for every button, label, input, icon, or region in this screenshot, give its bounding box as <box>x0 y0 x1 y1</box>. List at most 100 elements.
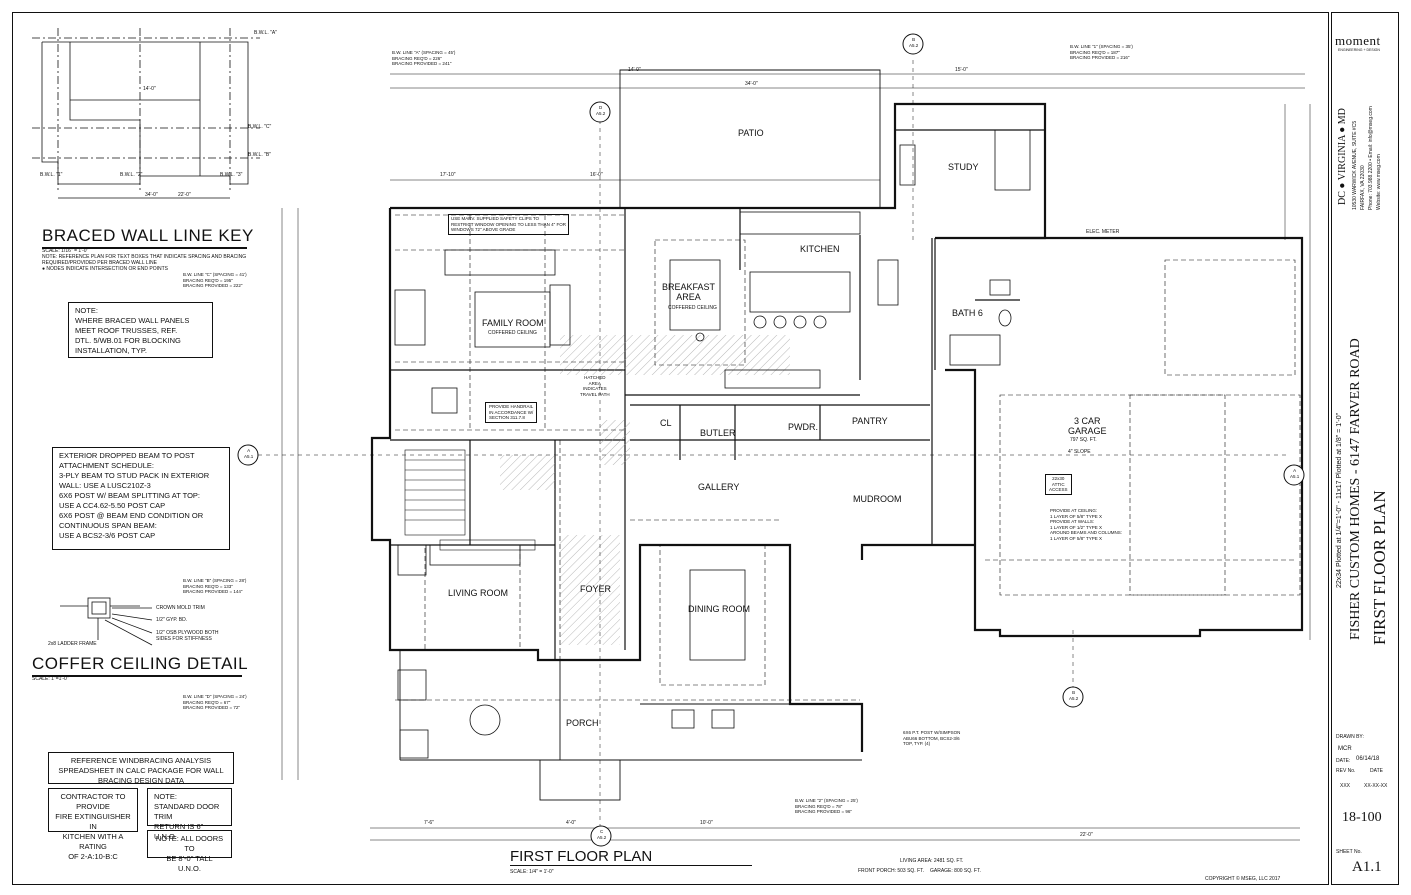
bwl-tag-d: B.W. LINE "D" (SPACING = 24') BRACING RE… <box>183 694 247 710</box>
section-tag-d: D A5.2 <box>596 105 606 116</box>
company-logo: moment <box>1335 33 1381 48</box>
key-dim-left: 34'-0" <box>145 192 158 198</box>
company-region: DC ● VIRGINIA ● MD <box>1337 108 1348 205</box>
room-pantry: PANTRY <box>852 416 888 426</box>
bwl-tag-b: B.W. LINE "B" (SPACING = 28') BRACING RE… <box>183 578 247 594</box>
stairs <box>404 449 536 551</box>
room-study: STUDY <box>948 162 979 172</box>
drawn-by: MCR <box>1338 746 1352 752</box>
room-dining: DINING ROOM <box>688 604 750 614</box>
sheet-title: FIRST FLOOR PLAN <box>1370 490 1389 645</box>
job-number: 18-100 <box>1342 810 1382 825</box>
section-tag-c: C A5.2 <box>597 829 607 840</box>
attic-access-note: 22x30 ATTIC ACCESS <box>1045 474 1072 495</box>
bwl-tag-2: B.W. LINE "2" (SPACING = 25') BRACING RE… <box>795 798 858 814</box>
dining-furniture <box>671 569 746 729</box>
window-clip-note: USE MARV. SUPPLIED SAFETY CLIPS TO RESTR… <box>448 214 570 235</box>
key-label-b: B.W.L. "B" <box>248 152 272 158</box>
exterior-walls <box>370 102 1304 752</box>
section-tag-b-bottom: B A5.2 <box>1069 690 1079 701</box>
room-garage-sub: 797 SQ. FT. <box>1070 437 1097 443</box>
company-address: 10530 WARWICK AVENUE, SUITE #C5 <box>1352 120 1358 210</box>
dim-top-1: 14'-0" <box>628 67 641 73</box>
interior-walls <box>390 129 1045 660</box>
bwl-tag-1: B.W. LINE "1" (SPACING = 35') BRACING RE… <box>1070 44 1133 60</box>
door-trim-note: NOTE: STANDARD DOOR TRIM RETURN IS 6" U.… <box>147 788 232 841</box>
plan-scale: SCALE: 1/4" = 1'-0" <box>510 869 554 875</box>
door-height-note: NOTE: ALL DOORS TO BE 8'-0" TALL U.N.O. <box>147 830 232 873</box>
coffer-label-ladder: 2x8 LADDER FRAME <box>48 641 97 647</box>
beam-attachment-note: EXTERIOR DROPPED BEAM TO POST ATTACHMENT… <box>52 447 230 550</box>
dim-top-2: 34'-0" <box>745 81 758 87</box>
key-label-2: B.W.L. "2" <box>120 172 143 178</box>
title-block <box>1331 12 1399 885</box>
room-garage: 3 CAR GARAGE <box>1068 416 1107 436</box>
windbracing-note: REFERENCE WINDBRACING ANALYSIS SPREADSHE… <box>48 752 234 785</box>
room-breakfast: BREAKFAST AREA <box>662 282 716 302</box>
bwl-tag-c: B.W. LINE "C" (SPACING = 41') BRACING RE… <box>183 272 247 288</box>
date: 06/14/18 <box>1356 756 1380 762</box>
key-label-a: B.W.L. "A" <box>254 30 278 36</box>
drawing-border <box>12 12 1329 885</box>
patio-porch-outlines <box>399 69 881 801</box>
dim-bottom-1: 7'-6" <box>424 820 434 826</box>
room-family-sub: COFFERED CEILING <box>488 330 537 336</box>
company-website: Website: www.mseg.com <box>1376 154 1382 210</box>
room-pwdr: PWDR. <box>788 422 818 432</box>
key-dim-right: 22'-0" <box>178 192 191 198</box>
room-patio: PATIO <box>738 128 764 138</box>
key-label-3: B.W.L. "3" <box>220 172 243 178</box>
elec-meter-label: ELEC. METER <box>1086 229 1120 235</box>
section-tag-a-right: A A5.1 <box>1290 468 1300 479</box>
braced-wall-key-notes: NOTE: REFERENCE PLAN FOR TEXT BOXES THAT… <box>42 254 247 272</box>
section-lines <box>258 60 1288 830</box>
front-porch-area: FRONT PORCH: 503 SQ. FT. <box>858 868 925 874</box>
sheet-no-label: SHEET No. <box>1336 849 1362 855</box>
dim-top-5: 16'-0" <box>590 172 603 178</box>
key-label-c: B.W.L. "C" <box>248 124 272 130</box>
drawn-by-label: DRAWN BY: <box>1336 734 1364 740</box>
fire-extinguisher-note: CONTRACTOR TO PROVIDE FIRE EXTINGUISHER … <box>48 788 138 861</box>
braced-wall-key-title: BRACED WALL LINE KEY <box>42 226 253 249</box>
hatched-travel-path <box>500 335 790 645</box>
garage-area: GARAGE: 800 SQ. FT. <box>930 868 981 874</box>
key-dim-top: 14'-0" <box>143 86 156 92</box>
room-kitchen: KITCHEN <box>800 244 840 254</box>
room-porch: PORCH <box>566 718 599 728</box>
plan-title: FIRST FLOOR PLAN <box>510 848 753 866</box>
room-mudroom: MUDROOM <box>853 494 902 504</box>
bath-fixtures <box>949 279 1012 366</box>
room-living: LIVING ROOM <box>448 588 509 598</box>
hatched-area-note: HATCHED AREA INDICATES TRAVEL PATH <box>580 375 610 397</box>
rev-date-label: DATE <box>1370 768 1383 774</box>
study-furniture <box>899 129 1031 191</box>
garage-drywall-note: PROVIDE AT CEILING: 1 LAYER OF 5/8" TYPE… <box>1050 508 1123 541</box>
key-label-1: B.W.L. "1" <box>40 172 63 178</box>
copyright: COPYRIGHT © MSEG, LLC 2017 <box>1205 876 1281 882</box>
dim-bottom-4: 22'-0" <box>1080 832 1093 838</box>
living-furniture <box>397 544 521 759</box>
company-city: FAIRFAX, VA 22030 <box>1360 165 1366 210</box>
key-plan <box>32 28 260 199</box>
living-area: LIVING AREA: 2481 SQ. FT. <box>900 858 964 864</box>
rev-no: XXX <box>1340 783 1351 789</box>
coffer-detail-title: COFFER CEILING DETAIL <box>32 654 248 677</box>
coffer-detail-drawing <box>60 597 153 646</box>
plot-note: 22x34 Plotted at 1/4"=1'-0" - 11x17 Plot… <box>1336 412 1343 588</box>
room-breakfast-sub: COFFERED CEILING <box>668 305 717 311</box>
coffer-label-osb: 1/2" OSB PLYWOOD BOTH SIDES FOR STIFFNES… <box>156 630 219 642</box>
family-furniture <box>394 249 571 414</box>
dimension-lines <box>281 73 1311 841</box>
company-contact: Phone: 703.988.2200 • Email: info@mseg.c… <box>1368 106 1374 210</box>
section-markers <box>237 33 1305 847</box>
sheet-no: A1.1 <box>1352 859 1382 875</box>
dim-top-3: 15'-0" <box>955 67 968 73</box>
dim-bottom-3: 10'-0" <box>700 820 713 826</box>
room-foyer: FOYER <box>580 584 612 594</box>
kitchen-fixtures <box>669 211 899 389</box>
coffer-label-crown: CROWN MOLD TRIM <box>156 605 205 611</box>
bwl-tag-a: B.W. LINE "A" (SPACING = 45') BRACING RE… <box>392 50 456 66</box>
dim-bottom-2: 4'-0" <box>566 820 576 826</box>
